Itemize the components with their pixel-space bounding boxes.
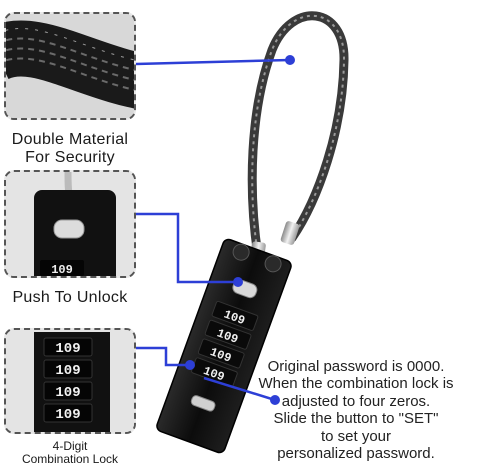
instructions-line6: personalized password. — [277, 445, 435, 463]
inset-dial-1: 109 — [55, 341, 80, 357]
dial-digits-3: 109 — [208, 345, 233, 366]
dials-closeup-image: 109 109 109 109 — [6, 330, 134, 432]
set-slider — [190, 395, 216, 412]
push-inset-digits: 109 — [51, 263, 73, 277]
push-button-inset: 109 — [4, 170, 136, 278]
cable-closeup-inset — [4, 12, 136, 120]
dial-stack: 109 109 109 109 — [191, 300, 259, 388]
push-button-closeup-image: 109 — [6, 172, 134, 277]
password-instructions: Original password is 0000. When the comb… — [241, 358, 471, 462]
instructions-line4: Slide the button to "SET" — [273, 410, 439, 428]
instructions-line3: adjusted to four zeros. — [281, 392, 431, 410]
instructions-line1: Original password is 0000. — [267, 358, 445, 375]
cable-closeup-image — [6, 14, 134, 118]
inset-dial-2: 109 — [55, 363, 80, 379]
unlock-caption: Push To Unlock — [0, 289, 140, 307]
instructions-line5: to set your — [320, 427, 392, 445]
combination-caption-line1: 4-Digit — [52, 439, 88, 453]
dial-digits-2: 109 — [215, 326, 240, 347]
instructions-line2: When the combination lock is — [258, 375, 454, 393]
steel-cable — [247, 11, 349, 261]
cable-ferrule — [280, 221, 300, 245]
dial-digits-1: 109 — [222, 308, 247, 329]
material-caption: Double Material For Security — [0, 131, 140, 167]
combination-caption-line2: Combination Lock — [21, 452, 119, 467]
connector-lines — [135, 58, 291, 402]
combination-caption: 4-Digit Combination Lock — [0, 439, 140, 467]
unlock-caption-line1: Push To Unlock — [12, 289, 128, 306]
material-caption-line2: For Security — [25, 148, 115, 166]
inset-dial-4: 109 — [55, 407, 80, 423]
material-caption-line1: Double Material — [11, 131, 129, 148]
combination-dials-inset: 109 109 109 109 — [4, 328, 136, 434]
inset-dial-3: 109 — [55, 385, 80, 401]
